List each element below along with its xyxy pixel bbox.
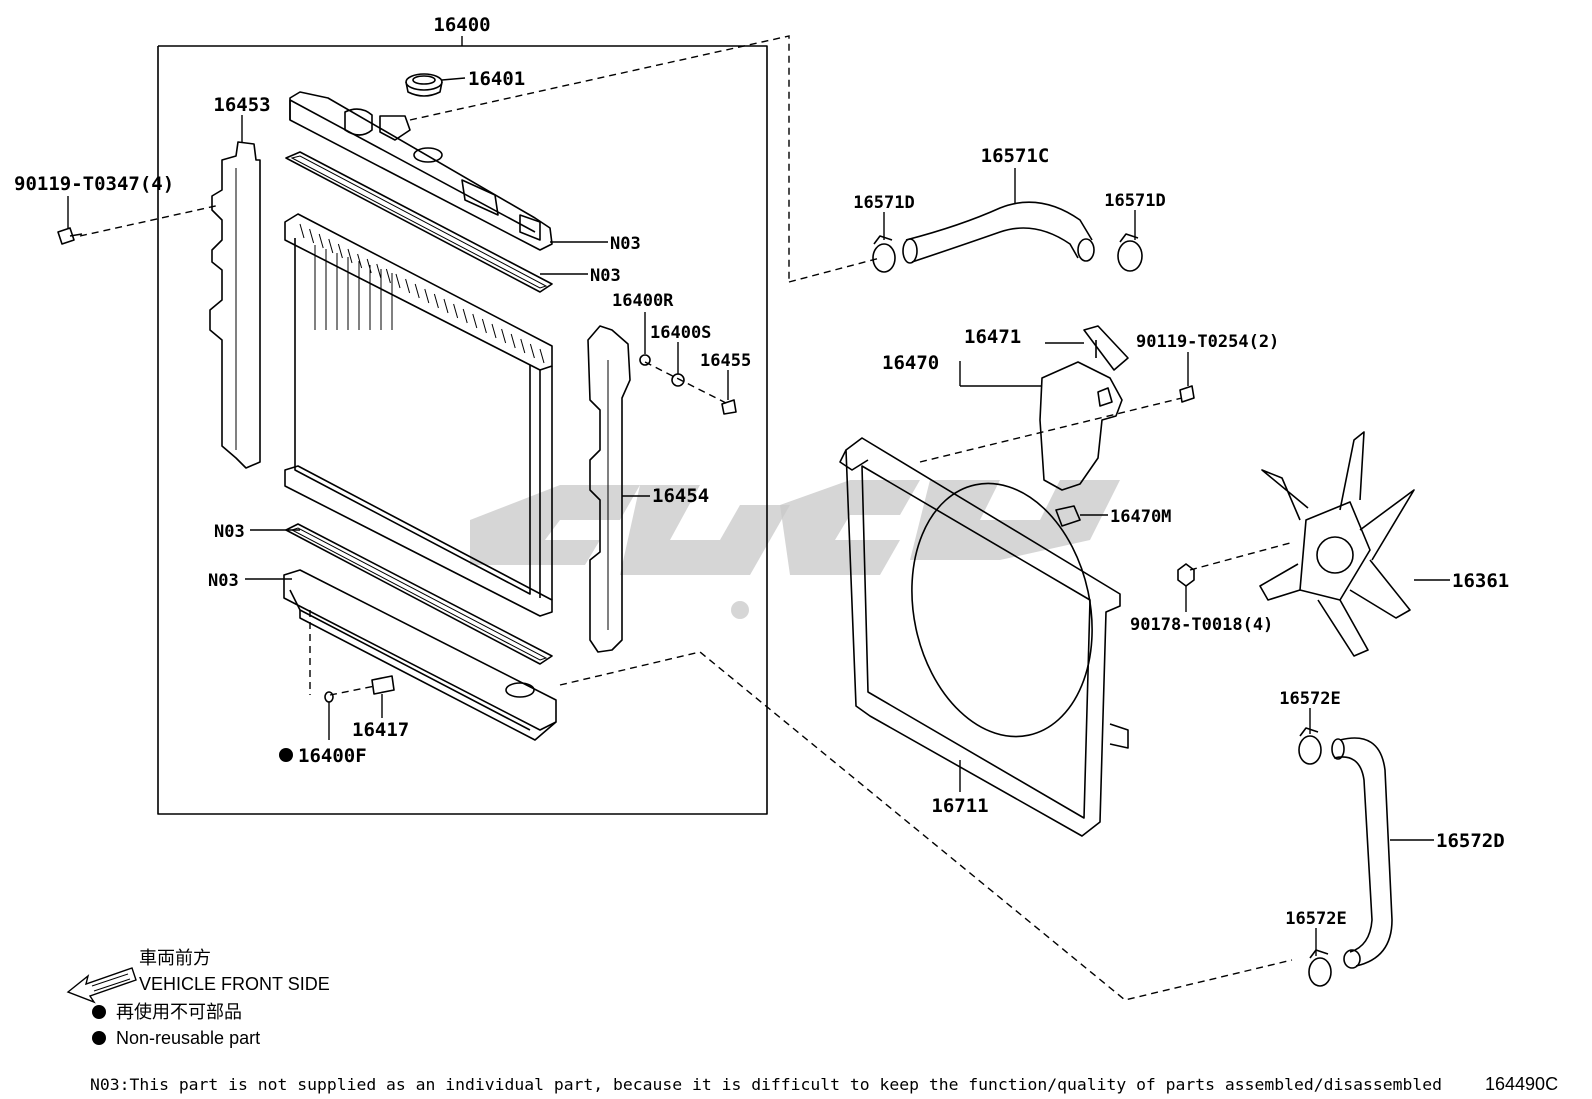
label-16454: 16454 <box>652 485 709 507</box>
label-N03-lower-gasket: N03 <box>214 522 245 542</box>
n03-leaders <box>245 241 608 580</box>
label-16572E-lower: 16572E <box>1285 909 1346 929</box>
hose-clamp-lower <box>1308 928 1332 987</box>
label-16417: 16417 <box>352 719 409 741</box>
radiator-core <box>284 213 553 617</box>
label-16711: 16711 <box>931 795 988 817</box>
lower-gasket <box>285 523 553 665</box>
guide-lines <box>79 35 1293 1001</box>
label-16400S: 16400S <box>650 323 711 343</box>
label-N03-upper-tank: N03 <box>610 234 641 254</box>
watermark-logo <box>470 480 1120 619</box>
reservoir-leaders <box>959 342 1084 387</box>
reservoir-cap <box>1055 505 1108 527</box>
legend-bullet-jp <box>92 1005 106 1019</box>
label-16470M: 16470M <box>1110 507 1171 527</box>
legend-nonreuse-jp: 再使用不可部品 <box>116 1002 242 1022</box>
fan-shroud <box>839 437 1129 837</box>
left-side-member <box>209 115 261 469</box>
vehicle-front-arrow-icon <box>66 967 137 1004</box>
label-16455: 16455 <box>700 351 751 371</box>
drain-plug <box>324 675 395 740</box>
upper-tank <box>289 91 553 251</box>
label-N03-lower-tank: N03 <box>208 571 239 591</box>
reservoir-tank <box>1039 361 1123 491</box>
label-16471: 16471 <box>964 326 1021 348</box>
legend-n03-note: N03:This part is not supplied as an indi… <box>90 1075 1442 1094</box>
bolt-90119-t0347 <box>57 196 83 245</box>
label-16571D-right: 16571D <box>1104 191 1165 211</box>
label-16470: 16470 <box>882 352 939 374</box>
label-16400: 16400 <box>433 14 490 36</box>
label-16400F: 16400F <box>298 745 367 767</box>
label-16571C: 16571C <box>981 145 1050 167</box>
non-reusable-marker <box>279 748 293 762</box>
label-16572D: 16572D <box>1436 830 1505 852</box>
label-16453: 16453 <box>213 94 270 116</box>
radiator-assembly-frame: 16400 <box>157 14 768 815</box>
hose-clamp-right <box>1117 210 1143 272</box>
legend-bullet-en <box>92 1031 106 1045</box>
label-16361: 16361 <box>1452 570 1509 592</box>
nut-90178-t0018 <box>1177 563 1195 612</box>
upper-hose <box>902 168 1095 264</box>
label-16572E-upper: 16572E <box>1279 689 1340 709</box>
label-16401: 16401 <box>468 68 525 90</box>
legend-front-jp: 車両前方 <box>139 948 211 968</box>
hose-clamp-upper <box>1298 708 1322 765</box>
hardware-16455 <box>721 370 737 415</box>
figure-code: 164490C <box>1485 1074 1558 1094</box>
label-16571D-left: 16571D <box>853 193 914 213</box>
label-16400R: 16400R <box>612 291 674 311</box>
right-side-member <box>587 325 650 653</box>
hardware-16400s <box>671 342 685 387</box>
reservoir-hose <box>1083 325 1129 371</box>
label-90119-T0347: 90119-T0347(4) <box>14 173 174 195</box>
bolt-90119-t0254 <box>1179 352 1195 403</box>
radiator-cap <box>405 73 466 97</box>
label-N03-upper-gasket: N03 <box>590 266 621 286</box>
label-90178-T0018: 90178-T0018(4) <box>1130 615 1273 635</box>
hardware-16400r <box>639 312 651 366</box>
legend-front-en: VEHICLE FRONT SIDE <box>139 974 330 994</box>
label-90119-T0254: 90119-T0254(2) <box>1136 332 1279 352</box>
legend-nonreuse-en: Non-reusable part <box>116 1028 260 1048</box>
hose-clamp-left <box>872 212 896 273</box>
lower-hose <box>1331 737 1434 969</box>
lower-tank <box>283 569 557 741</box>
cooling-fan <box>1259 431 1450 657</box>
upper-gasket <box>285 151 553 293</box>
